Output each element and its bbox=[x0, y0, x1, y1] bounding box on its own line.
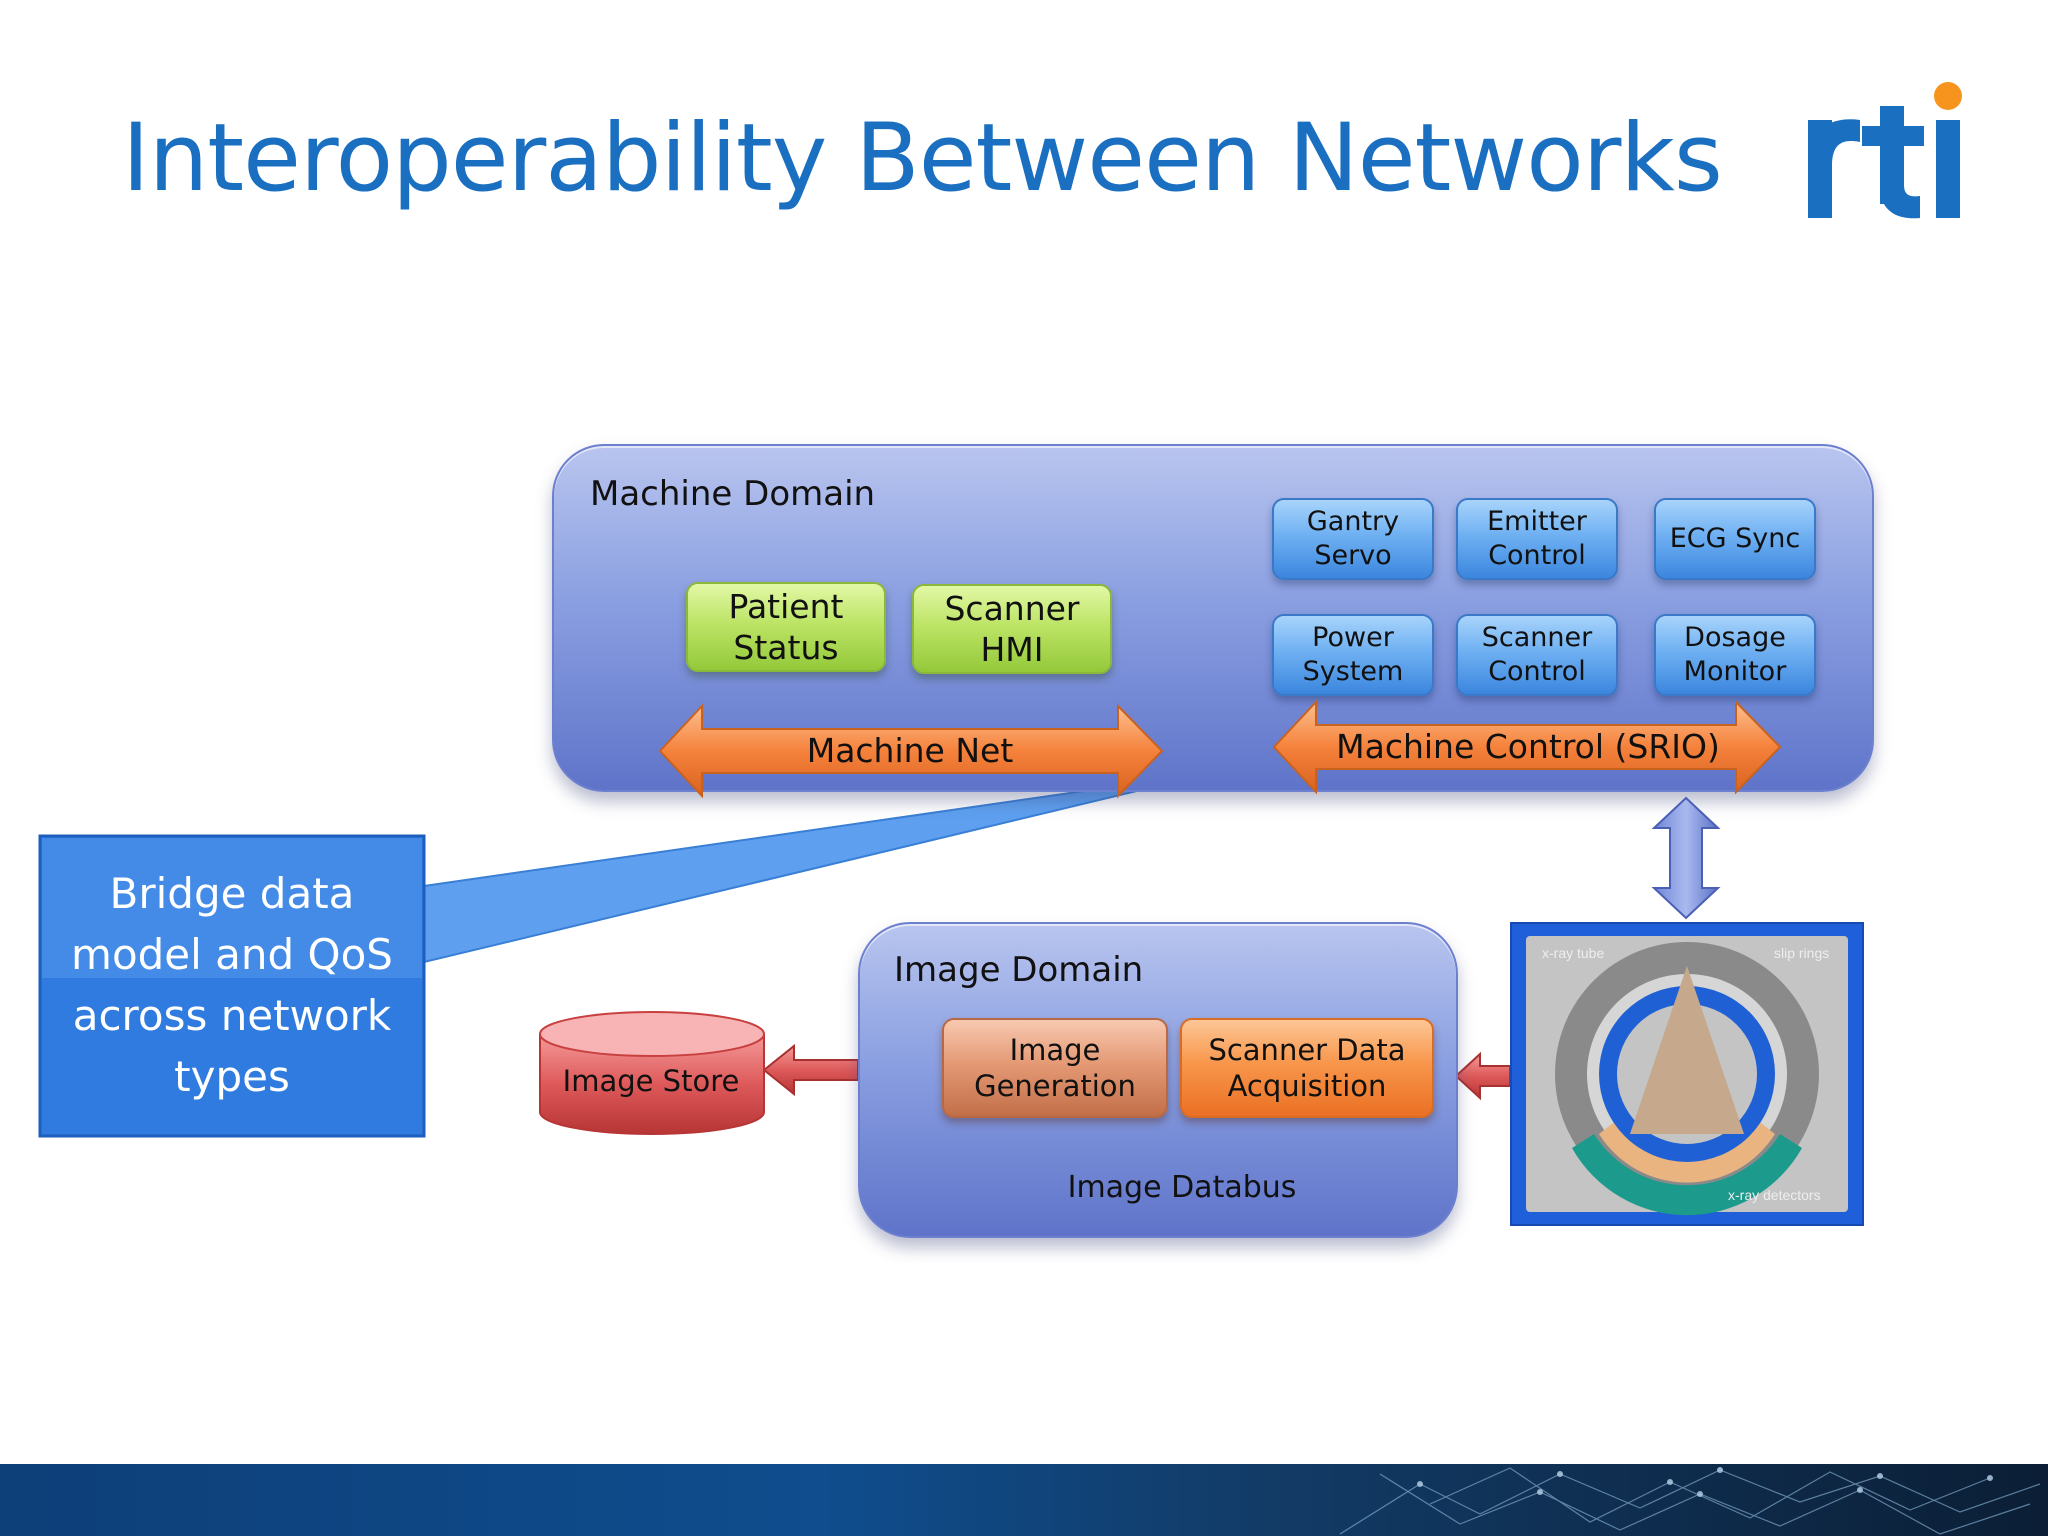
scanner-to-domain-arrow bbox=[1454, 1051, 1511, 1101]
image-domain-label: Image Domain bbox=[894, 950, 1144, 990]
gantry-servo-box: Gantry Servo bbox=[1272, 498, 1434, 580]
scanner-control-label: Scanner Control bbox=[1481, 622, 1593, 687]
xray-tube-label: x-ray tube bbox=[1542, 945, 1604, 961]
footer-band bbox=[0, 1464, 2048, 1536]
callout-text: Bridge data model and QoS across network… bbox=[71, 869, 393, 1101]
machine-domain-label: Machine Domain bbox=[590, 474, 876, 514]
patient-status-box: Patient Status bbox=[686, 582, 886, 672]
rti-logo: rti bbox=[1808, 82, 1962, 219]
machine-control-arrow bbox=[1272, 699, 1782, 795]
ct-scanner-figure: x-ray tube slip rings x-ray detectors bbox=[1510, 922, 1864, 1226]
xray-detectors-label: x-ray detectors bbox=[1728, 1187, 1821, 1203]
callout-box bbox=[38, 834, 426, 1138]
slip-rings-label: slip rings bbox=[1774, 945, 1829, 961]
dosage-monitor-label: Dosage Monitor bbox=[1683, 622, 1787, 687]
slide-title: Interoperability Between Networks bbox=[122, 104, 1723, 213]
image-store-label: Image Store bbox=[562, 1064, 740, 1098]
ct-scanner-drawing: x-ray tube slip rings x-ray detectors bbox=[1526, 936, 1848, 1216]
image-store-cylinder bbox=[539, 1011, 765, 1135]
patient-status-label: Patient Status bbox=[728, 586, 844, 667]
scanner-hmi-box: Scanner HMI bbox=[912, 584, 1112, 674]
scanner-hmi-label: Scanner HMI bbox=[944, 588, 1080, 669]
ecg-sync-label: ECG Sync bbox=[1669, 523, 1801, 555]
domain-to-store-arrow bbox=[762, 1043, 859, 1097]
image-generation-label: Image Generation bbox=[974, 1032, 1136, 1103]
emitter-control-label: Emitter Control bbox=[1487, 506, 1587, 571]
machine-net-arrow bbox=[658, 703, 1164, 799]
machine-control-label: Machine Control (SRIO) bbox=[1336, 727, 1720, 766]
power-system-box: Power System bbox=[1272, 614, 1434, 696]
footer-network-graphic bbox=[1339, 1467, 2041, 1535]
emitter-control-box: Emitter Control bbox=[1456, 498, 1618, 580]
gantry-servo-label: Gantry Servo bbox=[1306, 506, 1400, 571]
image-databus-label: Image Databus bbox=[1067, 1170, 1297, 1205]
vertical-link-arrow bbox=[1651, 796, 1721, 920]
image-generation-box: Image Generation bbox=[942, 1018, 1168, 1118]
dosage-monitor-box: Dosage Monitor bbox=[1654, 614, 1816, 696]
scanner-data-acquisition-box: Scanner Data Acquisition bbox=[1180, 1018, 1434, 1118]
machine-net-label: Machine Net bbox=[806, 731, 1014, 770]
scanner-control-box: Scanner Control bbox=[1456, 614, 1618, 696]
ecg-sync-box: ECG Sync bbox=[1654, 498, 1816, 580]
scanner-data-acquisition-label: Scanner Data Acquisition bbox=[1208, 1032, 1406, 1103]
power-system-label: Power System bbox=[1302, 622, 1404, 687]
